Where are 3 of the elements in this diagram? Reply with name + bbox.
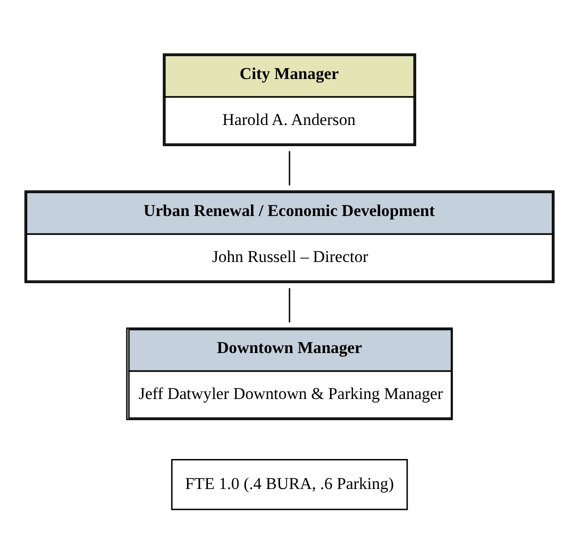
connector bbox=[288, 150, 290, 185]
connector bbox=[288, 288, 290, 322]
node-box: FTE 1.0 (.4 BURA, .6 Parking) bbox=[171, 458, 408, 510]
